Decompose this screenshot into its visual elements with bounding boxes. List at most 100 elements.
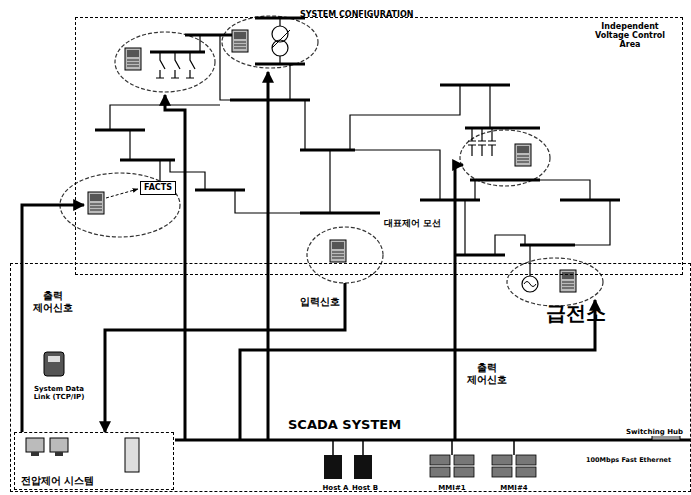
label-box: 100Mbps Fast Ethernet (586, 447, 671, 466)
network-line (279, 56, 280, 64)
controller-icon (515, 144, 531, 166)
controller-icon (515, 144, 531, 166)
annotation-label: 100Mbps Fast Ethernet (586, 457, 671, 464)
controller-icon (562, 288, 574, 289)
edge-label-box: 입력신호 (298, 290, 342, 309)
shunt-symbol (468, 128, 476, 156)
network-line (489, 85, 490, 128)
controller-icon (332, 258, 344, 259)
controller-icon (517, 162, 529, 163)
network-line (289, 64, 290, 100)
bus-bar (95, 129, 145, 132)
equipment-box: Host A (320, 452, 351, 492)
controller-icon (234, 48, 246, 49)
controller-icon (330, 240, 346, 262)
bus-bar (300, 212, 380, 215)
monitor-icon (31, 452, 39, 456)
controller-icon (125, 48, 141, 70)
annotation-label: 대표제어 모선 (384, 218, 441, 228)
network-line (355, 150, 440, 200)
network-line (495, 235, 525, 255)
controller-icon (90, 207, 102, 208)
network-line (159, 160, 160, 181)
signal-label: 출력 제어신호 (28, 290, 78, 313)
data-link-icon (44, 352, 64, 376)
node-text: Host B (352, 484, 378, 492)
mmi-icon (516, 467, 536, 477)
controller-icon (562, 282, 574, 283)
controller-icon (125, 48, 141, 70)
control-area-ellipse (115, 32, 215, 92)
annotation-label: System Data Link (TCP/IP) (26, 385, 92, 401)
annotation-label: Switching Hub (626, 428, 683, 436)
host-icon (354, 455, 372, 479)
bus-bar (300, 149, 355, 152)
bus-bar (150, 51, 205, 54)
controller-icon (234, 42, 246, 43)
controller-icon (330, 240, 346, 262)
node-text: MMI#4 (500, 484, 527, 492)
edge-label-box: 출력 제어신호 (28, 290, 78, 315)
signal-line (240, 300, 595, 440)
controller-icon (332, 252, 344, 253)
host-icon (324, 455, 342, 479)
controller-icon (127, 63, 139, 64)
label-box: 출력 제어신호 (462, 362, 512, 387)
mmi-icon (492, 467, 512, 477)
network-line (220, 35, 230, 100)
shunt-symbol (478, 128, 486, 156)
mmi-icon (516, 455, 536, 465)
controller-icon (127, 66, 139, 67)
network-line (535, 180, 590, 200)
process-box: 전압제어 시스템 (14, 432, 174, 490)
ethernet-bus (175, 439, 691, 442)
network-line (464, 200, 465, 255)
control-area-ellipse (460, 130, 550, 186)
signal-line (455, 165, 463, 440)
label-box: 대표제어 모선 (384, 211, 441, 230)
controller-icon (560, 270, 576, 292)
node-text: Independent Voltage Control Area (584, 22, 676, 50)
bus-bar (120, 159, 175, 162)
controller-icon (517, 146, 529, 153)
data-link-icon (48, 356, 60, 362)
transformer-symbol (272, 30, 290, 48)
controller-icon (234, 32, 246, 39)
monitor-icon (26, 438, 44, 452)
region-box: Independent Voltage Control AreaFACTS (75, 17, 683, 275)
equipment-box: MMI#4 (489, 452, 539, 492)
network-line (529, 245, 530, 276)
network-line (474, 180, 475, 200)
generator-symbol (522, 276, 538, 292)
network-drop (513, 440, 515, 455)
controller-icon (562, 285, 574, 286)
mmi-icon (492, 455, 512, 465)
generator-symbol (524, 282, 536, 287)
bus-bar (520, 244, 575, 247)
equipment-box: Host B (350, 452, 380, 492)
controller-icon (560, 270, 576, 292)
network-drop (451, 440, 453, 455)
label-box: System Data Link (TCP/IP) (26, 384, 92, 403)
network-line (329, 150, 330, 213)
bus-bar (455, 254, 505, 257)
network-line (304, 100, 305, 150)
network-line (129, 130, 130, 160)
network-line (575, 200, 610, 245)
signal-label: 입력신호 (300, 296, 340, 308)
bus-bar (440, 84, 510, 87)
label-box: Switching Hub (626, 419, 683, 438)
controller-icon (234, 45, 246, 46)
bus-bar (465, 127, 540, 130)
node-text: MMI#1 (438, 484, 465, 492)
bus-bar (195, 189, 245, 192)
mmi-icon (430, 455, 450, 465)
signal-line (165, 95, 185, 440)
controller-icon (332, 255, 344, 256)
transformer-symbol (272, 40, 288, 56)
monitor-icon (55, 452, 63, 456)
network-line (279, 18, 280, 26)
monitor-icon (50, 438, 68, 452)
controller-icon (232, 30, 248, 52)
controller-icon (127, 50, 139, 57)
